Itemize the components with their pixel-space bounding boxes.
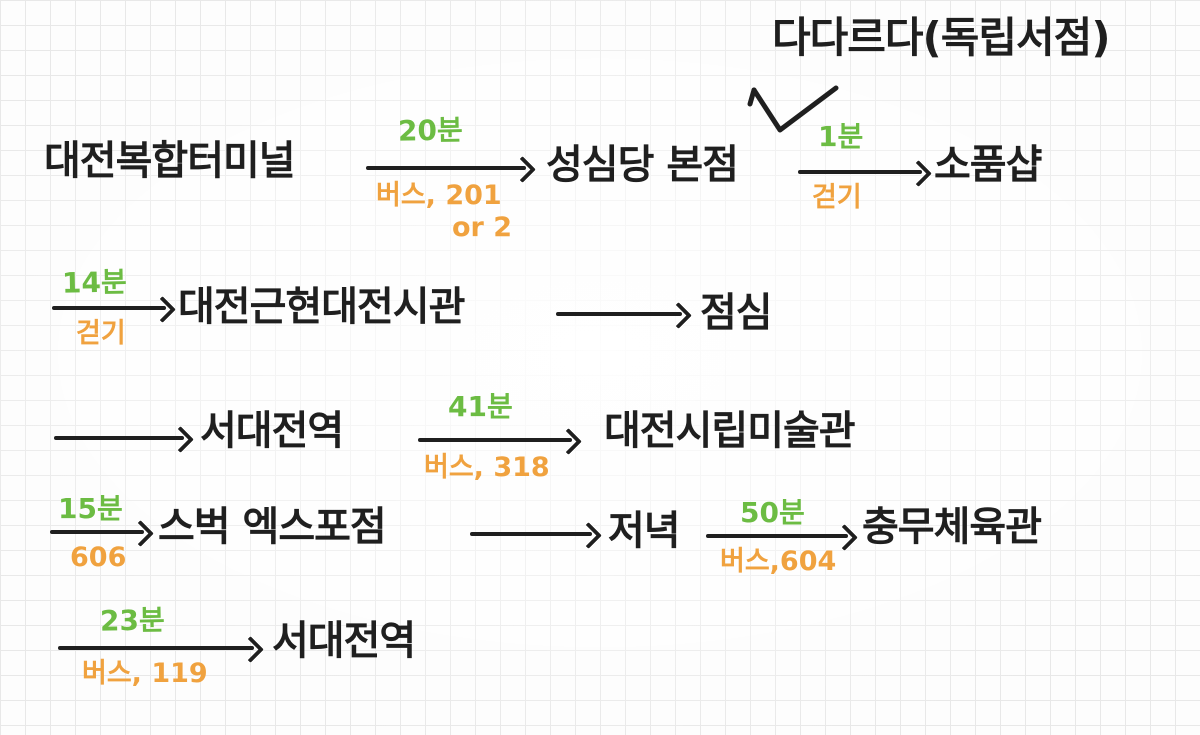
route-arrow (418, 438, 572, 442)
transport-mode-label: 버스, 318 (424, 452, 550, 483)
transport-mode-label: 버스,604 (720, 546, 837, 577)
title-pointer-arrow-icon (747, 85, 839, 133)
place-exhibition-hall: 대전근현대전시관 (178, 284, 465, 330)
travel-time-label: 23분 (99, 603, 166, 638)
route-arrow (52, 306, 166, 310)
travel-time-label: 15분 (58, 492, 123, 525)
place-daejeon-terminal: 대전복합터미널 (44, 138, 296, 184)
route-arrow (556, 312, 682, 316)
note-title-bookstore: 다다르다(독립서점) (772, 13, 1111, 62)
place-dinner: 저녁 (608, 508, 681, 554)
travel-time-label: 14분 (61, 265, 128, 300)
transport-mode-label: 버스, 201 (376, 180, 502, 211)
place-seodaejeon-station: 서대전역 (272, 618, 416, 664)
route-arrow (366, 166, 526, 170)
route-arrow (798, 170, 922, 174)
route-arrow (470, 532, 592, 536)
place-sungsimdang: 성심당 본점 (546, 142, 739, 188)
transport-mode-label: 걷기 (812, 182, 862, 213)
travel-time-label: 20분 (397, 113, 464, 148)
place-prop-shop: 소품샵 (934, 142, 1042, 188)
transport-mode-alt-label: or 2 (452, 212, 513, 243)
transport-mode-label: 606 (70, 542, 127, 573)
transport-mode-label: 버스, 119 (82, 658, 208, 689)
route-arrow (58, 646, 254, 650)
transport-mode-label: 걷기 (76, 318, 126, 349)
travel-time-label: 50분 (740, 496, 805, 529)
place-chungmu-gym: 충무체육관 (862, 504, 1042, 550)
place-starbucks-expo: 스벅 엑스포점 (158, 504, 387, 550)
place-lunch: 점심 (700, 290, 773, 336)
travel-time-label: 1분 (818, 120, 864, 153)
route-arrow (50, 530, 144, 534)
route-arrow (706, 534, 848, 538)
place-seodaejeon-station: 서대전역 (200, 408, 344, 454)
place-art-museum: 대전시립미술관 (604, 408, 856, 454)
travel-time-label: 41분 (448, 390, 513, 423)
route-arrow (54, 436, 184, 440)
